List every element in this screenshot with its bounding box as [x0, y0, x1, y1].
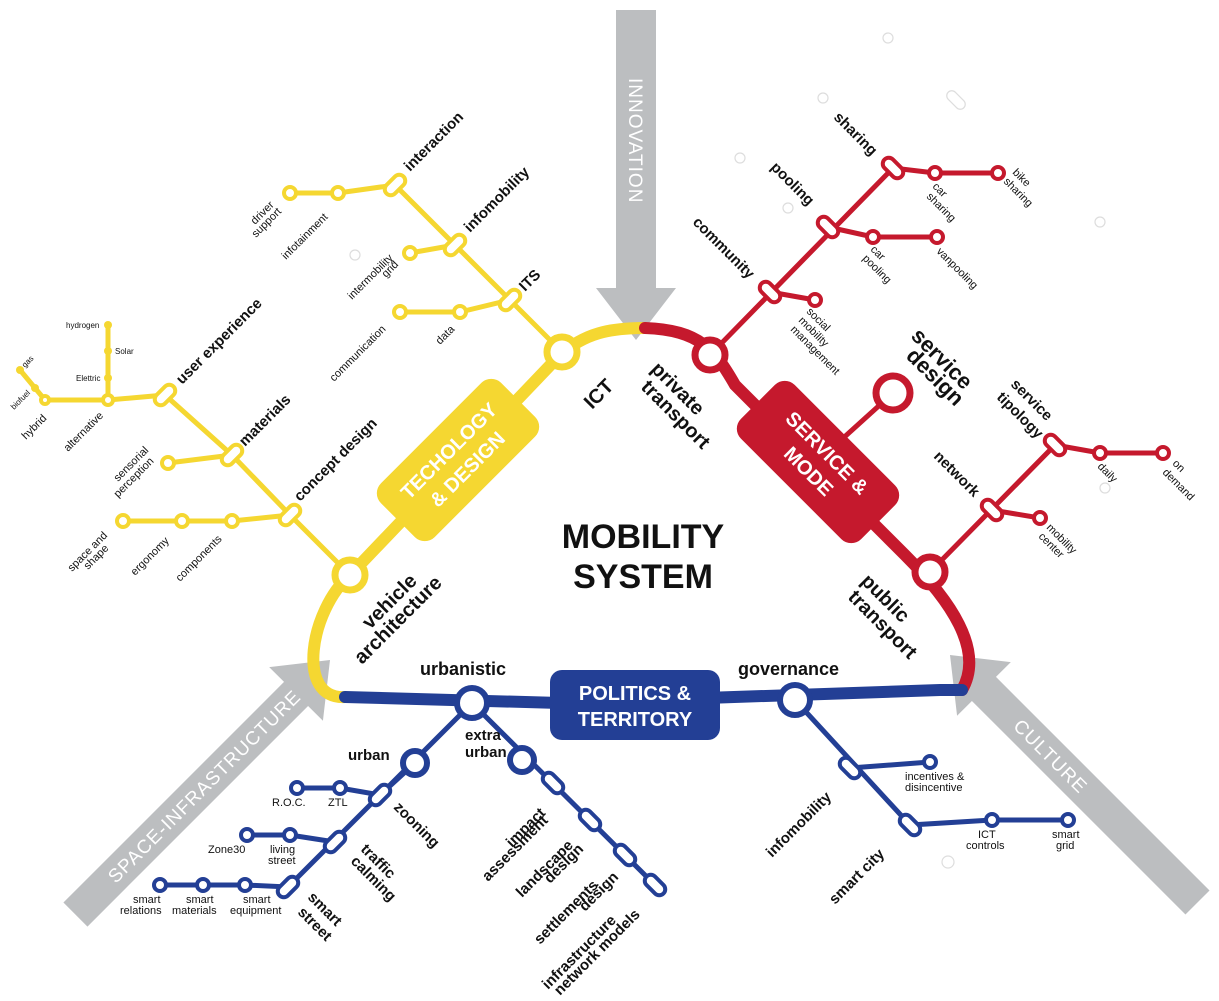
ergonomy-label: ergonomy — [129, 535, 172, 578]
smart-grid-label-1: smart — [1052, 829, 1080, 841]
living-street-label-2: street — [268, 855, 296, 867]
extra-urban-hub — [507, 745, 537, 775]
biofuel-label: biofuel — [9, 388, 32, 411]
incentives-label-2: disincentive — [905, 782, 962, 794]
technology-design-pill: TECHOLOGY & DESIGN — [376, 378, 540, 542]
yellow-small-dots — [16, 321, 112, 392]
urban-hub — [400, 748, 430, 778]
blue-hubs — [400, 682, 813, 778]
red-interchanges — [757, 155, 1068, 523]
solar-label: Solar — [115, 347, 134, 356]
elettric-label: Elettric — [76, 374, 100, 383]
network-label: network — [930, 448, 983, 501]
incentives-label-1: incentives & — [905, 771, 965, 783]
ztl-label: ZTL — [328, 797, 348, 809]
vanpooling-label: vanpooling — [934, 246, 980, 292]
yellow-hubs — [331, 333, 581, 594]
data-label: data — [434, 323, 458, 347]
zooning-label: zooning — [390, 799, 443, 852]
smart-relations-label-1: smart — [133, 894, 161, 906]
urbanistic-hub — [454, 685, 490, 721]
urban-label: urban — [348, 747, 390, 764]
roc-label: R.O.C. — [272, 797, 306, 809]
hydrogen-label: hydrogen — [66, 321, 99, 330]
politics-territory-pill: POLITICS & TERRITORY — [550, 670, 720, 740]
living-street-label-1: living — [270, 844, 295, 856]
community-label: community — [689, 214, 758, 283]
ict-controls-label-1: ICT — [978, 829, 996, 841]
culture-label: CULTURE — [1009, 716, 1091, 798]
service-design-hub — [872, 372, 914, 414]
politics-pill-line2: TERRITORY — [578, 709, 693, 731]
innovation-label: INNOVATION — [624, 78, 645, 203]
private-transport-hub — [691, 336, 729, 374]
ict-label: ICT — [580, 375, 618, 413]
title-line2: SYSTEM — [573, 558, 713, 596]
infotainment-label: infotainment — [280, 211, 331, 262]
ict-controls-label-2: controls — [966, 840, 1005, 852]
urbanistic-label: urbanistic — [420, 659, 506, 679]
smart-relations-label-2: relations — [120, 905, 162, 917]
smart-city-label: smart city — [826, 845, 889, 908]
hybrid-label: hybrid — [20, 412, 50, 442]
pooling-label: pooling — [767, 159, 817, 209]
zone30-label: Zone30 — [208, 844, 245, 856]
yellow-interchanges — [152, 172, 523, 528]
interaction-label: interaction — [401, 109, 467, 175]
yellow-stations — [39, 185, 468, 529]
smart-equipment-label-2: equipment — [230, 905, 281, 917]
ict-hub — [543, 333, 581, 371]
daily-label: daily — [1095, 461, 1120, 486]
extra-urban-label-2: urban — [465, 744, 507, 761]
governance-hub — [777, 682, 813, 718]
vehicle-hub — [331, 556, 369, 594]
innovation-arrow: INNOVATION — [596, 10, 676, 340]
title-line1: MOBILITY — [562, 518, 725, 556]
materials-label: materials — [236, 391, 295, 450]
smart-grid-label-2: grid — [1056, 840, 1074, 852]
central-title: MOBILITY SYSTEM — [562, 518, 725, 596]
blue-stations — [152, 754, 1076, 893]
politics-pill-line1: POLITICS & — [579, 683, 691, 705]
decorative-bubbles — [349, 32, 1111, 869]
infomobility-blue-label: infomobility — [763, 788, 836, 861]
concept-design-label: concept design — [291, 415, 381, 505]
components-label: components — [174, 533, 225, 584]
red-hubs — [691, 336, 949, 591]
blue-interchanges — [275, 755, 923, 900]
communication-label: communication — [328, 323, 389, 384]
infomobility-label: infomobility — [461, 163, 534, 236]
smart-materials-label-1: smart — [186, 894, 214, 906]
governance-label: governance — [738, 659, 839, 679]
public-transport-hub — [911, 553, 949, 591]
smart-materials-label-2: materials — [172, 905, 217, 917]
red-stations — [807, 165, 1171, 526]
extra-urban-label-1: extra — [465, 727, 502, 744]
sharing-label: sharing — [830, 109, 880, 159]
smart-equipment-label-1: smart — [243, 894, 271, 906]
alternative-label: alternative — [62, 410, 106, 454]
user-experience-label: user experience — [173, 295, 266, 388]
